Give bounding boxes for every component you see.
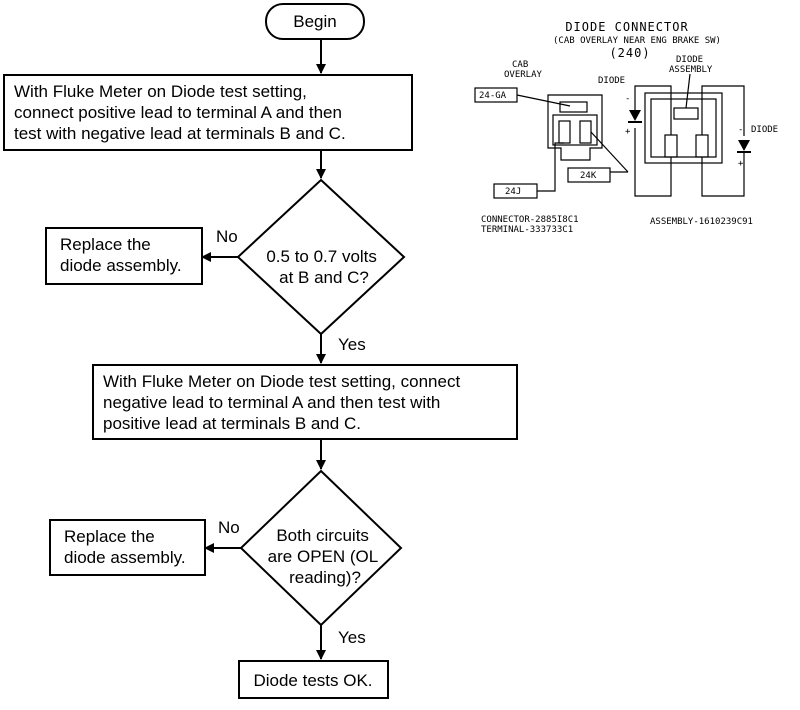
diode-connector-illustration: DIODE CONNECTOR (CAB OVERLAY NEAR ENG BR… xyxy=(474,20,778,235)
decision1-no-label: No xyxy=(216,227,238,246)
diode-right-plus: + xyxy=(738,159,744,169)
diode-label-right: DIODE xyxy=(751,125,778,135)
terminal-b xyxy=(558,120,571,144)
begin-label: Begin xyxy=(293,12,336,31)
assembly-wire-top-right xyxy=(701,85,745,136)
connector-location: (CAB OVERLAY NEAR ENG BRAKE SW) xyxy=(553,36,721,46)
assembly-wire-top-left xyxy=(634,85,672,135)
wire-label-24k-box xyxy=(567,167,611,183)
decision2-yes-label: Yes xyxy=(338,628,366,647)
step2-box xyxy=(92,364,518,440)
diode-assembly-slot xyxy=(673,107,699,120)
wire-label-24ga: 24-GA xyxy=(479,91,507,101)
step1-text: With Fluke Meter on Diode test setting, … xyxy=(14,82,347,143)
connector-inner xyxy=(552,114,598,146)
step2-text: With Fluke Meter on Diode test setting, … xyxy=(103,372,465,433)
connector-body xyxy=(547,94,603,161)
cab-overlay-label: CAB OVERLAY xyxy=(504,60,543,80)
diode-assembly-label: DIODE ASSEMBLY xyxy=(669,55,713,75)
connector-top-slot xyxy=(559,101,588,113)
replace2-text: Replace the diode assembly. xyxy=(64,527,186,567)
decision1-text: 0.5 to 0.7 volts at B and C? xyxy=(266,247,381,287)
callout-24j xyxy=(537,142,564,192)
decision1-yes-label: Yes xyxy=(338,335,366,354)
end-box xyxy=(238,660,389,699)
diode-symbol-left xyxy=(629,110,641,121)
wire-label-24k: 24K xyxy=(580,171,597,181)
callout-diode-assembly xyxy=(685,73,691,109)
assembly-terminal-left xyxy=(664,134,678,158)
diode-assembly-inner xyxy=(650,98,717,158)
connector-number: (240) xyxy=(609,46,650,60)
diode-label-left: DIODE xyxy=(598,76,625,86)
replace1-text: Replace the diode assembly. xyxy=(60,235,182,275)
end-text: Diode tests OK. xyxy=(253,671,372,690)
replace2-box xyxy=(49,519,206,576)
decision2-no-label: No xyxy=(218,518,240,537)
connector-title: DIODE CONNECTOR xyxy=(565,20,688,34)
diode-left-plus: + xyxy=(625,127,631,137)
assembly-wire-right xyxy=(701,152,745,197)
wire-label-24j: 24J xyxy=(505,187,521,197)
diode-symbol-right xyxy=(738,140,750,151)
step1-box xyxy=(3,74,413,151)
callout-24ga xyxy=(516,94,571,107)
assembly-part-number: ASSEMBLY-1610239C91 xyxy=(650,217,753,227)
diode-assembly-outer xyxy=(644,92,723,164)
diode-right-minus: - xyxy=(738,125,743,135)
callout-24k-b xyxy=(590,131,629,173)
replace1-box xyxy=(45,227,203,285)
connector-part-numbers: CONNECTOR-2885I8C1 TERMINAL-333733C1 xyxy=(481,215,584,235)
diode-left-minus: - xyxy=(625,94,630,104)
assembly-terminal-right xyxy=(695,134,709,158)
decision2-text: Both circuits are OPEN (OL reading)? xyxy=(268,526,383,587)
begin-terminal xyxy=(265,3,365,40)
assembly-wire-left xyxy=(634,128,672,197)
terminal-c xyxy=(579,120,592,144)
